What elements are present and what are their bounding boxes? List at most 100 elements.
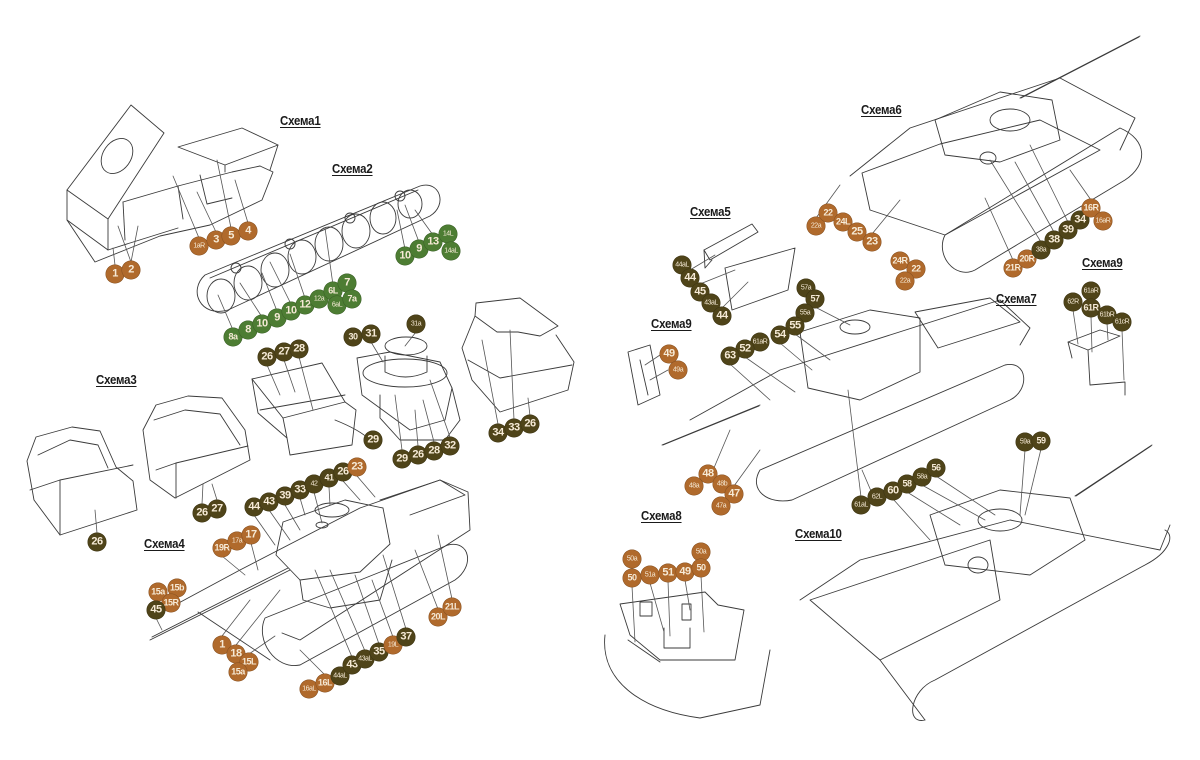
part-badge: 61bR: [1097, 305, 1117, 325]
part-badge: 54: [770, 325, 790, 345]
part-badge: 15R: [161, 593, 181, 613]
part-badge: 22: [818, 203, 838, 223]
part-badge: 26: [257, 347, 277, 367]
part-badge: 63: [720, 346, 740, 366]
part-badge: 22a: [895, 271, 915, 291]
part-badge: 26: [192, 503, 212, 523]
part-badge: 61aL: [851, 495, 871, 515]
part-badge: 51a: [640, 565, 660, 585]
part-badge: 8a: [223, 327, 243, 347]
turret-part-b: [356, 331, 461, 451]
part-badge: 26: [87, 532, 107, 552]
part-badge: 7a: [342, 289, 362, 309]
part-badge: 23: [347, 457, 367, 477]
part-badge: 39: [275, 486, 295, 506]
part-badge: 45: [146, 600, 166, 620]
scheme7-tank: [661, 297, 1031, 502]
part-badge: 6aL: [327, 295, 347, 315]
scheme-title-s1: Схема1: [280, 113, 321, 128]
part-badge: 13: [423, 232, 443, 252]
part-badge: 29: [363, 430, 383, 450]
part-badge: 15a: [228, 662, 248, 682]
part-badge: 48a: [684, 476, 704, 496]
part-badge: 5: [221, 226, 241, 246]
part-badge: 31a: [406, 314, 426, 334]
part-badge: 49: [659, 344, 679, 364]
scheme2-suspension-part: [196, 184, 441, 331]
part-badge: 52: [735, 339, 755, 359]
part-badge: 44: [712, 306, 732, 326]
part-badge: 32: [440, 436, 460, 456]
part-badge: 58: [897, 474, 917, 494]
scheme4-tank: [149, 475, 471, 676]
part-badge: 27: [274, 342, 294, 362]
part-badge: 19R: [212, 538, 232, 558]
part-badge: 61cR: [1112, 312, 1132, 332]
scheme-title-s9b: Схема9: [1082, 255, 1123, 270]
part-badge: 42: [304, 474, 324, 494]
part-badge: 49a: [668, 360, 688, 380]
part-badge: 57: [805, 289, 825, 309]
part-badge: 55: [785, 316, 805, 336]
part-badge: 15b: [167, 578, 187, 598]
part-badge: 3: [206, 230, 226, 250]
part-badge: 44: [244, 497, 264, 517]
part-badge: 50: [691, 558, 711, 578]
part-badge: 34: [488, 423, 508, 443]
scheme-title-s2: Схема2: [332, 161, 373, 176]
part-badge: 61aR: [750, 332, 770, 352]
part-badge: 50a: [622, 549, 642, 569]
part-badge: 43: [259, 492, 279, 512]
part-badge: 25: [847, 222, 867, 242]
part-badge: 23: [862, 232, 882, 252]
part-badge: 7: [337, 273, 357, 293]
part-badge: 22a: [806, 216, 826, 236]
part-badge: 1aR: [189, 236, 209, 256]
part-badge: 21L: [442, 597, 462, 617]
part-badge: 47: [724, 484, 744, 504]
part-badge: 29: [392, 449, 412, 469]
scheme8-rear-hull: [604, 575, 771, 719]
part-badge: 24R: [890, 251, 910, 271]
part-badge: 10: [252, 314, 272, 334]
scheme-title-s10: Схема10: [795, 526, 842, 541]
turret-part-c: [461, 297, 575, 425]
part-badge: 62R: [1063, 292, 1083, 312]
part-badge: 59a: [1015, 432, 1035, 452]
part-badge: 38: [1044, 230, 1064, 250]
scheme-title-s8: Схема8: [641, 508, 682, 523]
scheme-title-s7: Схема7: [996, 291, 1037, 306]
part-badge: 4: [238, 221, 258, 241]
part-badge: 16R: [1081, 198, 1101, 218]
part-badge: 14L: [438, 224, 458, 244]
turret-part-a: [251, 356, 371, 456]
part-badge: 2: [121, 260, 141, 280]
part-badge: 49: [675, 562, 695, 582]
scheme-title-s6: Схема6: [861, 102, 902, 117]
part-badge: 16L: [315, 673, 335, 693]
part-badge: 26: [520, 414, 540, 434]
part-badge: 20L: [428, 607, 448, 627]
part-badge: 31: [361, 324, 381, 344]
part-badge: 61aR: [1081, 281, 1101, 301]
scheme-title-s3: Схема3: [96, 372, 137, 387]
part-badge: 27: [207, 499, 227, 519]
scheme10-tank: [799, 444, 1171, 721]
part-badge: 59: [1031, 431, 1051, 451]
part-badge: 26: [408, 445, 428, 465]
part-badge: 33: [504, 418, 524, 438]
part-badge: 16aR: [1093, 211, 1113, 231]
part-badge: 50: [622, 568, 642, 588]
part-badge: 30: [343, 327, 363, 347]
scheme5-parts: [689, 223, 796, 311]
part-badge: 17: [241, 525, 261, 545]
scheme-title-s9a: Схема9: [651, 316, 692, 331]
part-badge: 28: [424, 441, 444, 461]
scheme-title-s4: Схема4: [144, 536, 185, 551]
scheme9-right-part: [1067, 309, 1126, 396]
part-badge: 61R: [1081, 298, 1101, 318]
part-badge: 28: [289, 339, 309, 359]
part-badge: 16aL: [299, 679, 319, 699]
